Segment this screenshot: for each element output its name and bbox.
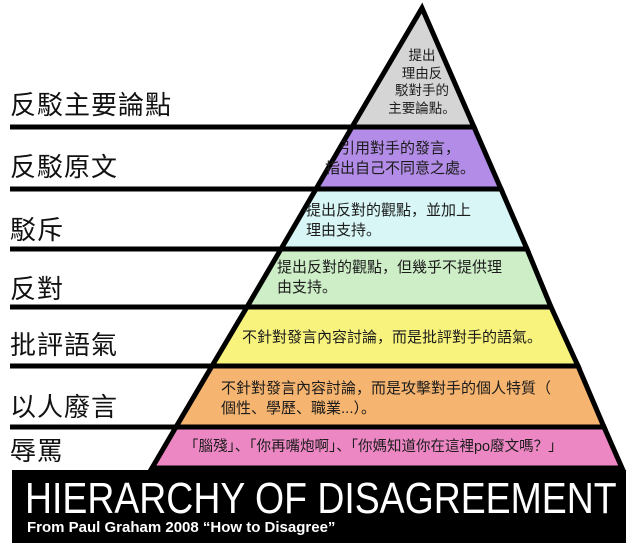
level-description-3: 提出反對的觀點，並加上 理由支持。 [306, 202, 472, 239]
footer-bar-background [12, 470, 626, 543]
level-label-responding-to-tone: 批評語氣 [10, 330, 119, 360]
level-description-5: 不針對發言內容討論，而是批評對手的語氣。 [242, 329, 543, 346]
footer-title: HIERARCHY OF DISAGREEMENT [25, 474, 617, 523]
level-label-rebut-central-point: 反駁主要論點 [10, 90, 173, 120]
level-label-counterargument: 駁斥 [10, 215, 65, 245]
level-description-2: 引用對手的發言， 指出自己不同意之處。 [324, 140, 476, 177]
level-description-1: 提出 理由反 駁對手的 主要論點。 [388, 48, 456, 116]
footer-subtitle: From Paul Graham 2008 “How to Disagree” [27, 519, 336, 536]
level-label-refutation: 反駁原文 [10, 152, 119, 182]
level-description-4: 提出反對的觀點，但幾乎不提供理 由支持。 [277, 259, 503, 296]
level-label-ad-hominem: 以人廢言 [10, 392, 119, 422]
level-label-contradiction: 反對 [10, 274, 65, 304]
level-description-6: 不針對發言內容討論，而是攻擊對手的個人特質（ 個性、學歷、職業...）。 [221, 380, 552, 417]
level-description-7: 「腦殘」、「你再嘴炮啊」、「你媽知道你在這裡po廢文嗎？」 [184, 439, 563, 455]
level-label-name-calling: 辱罵 [10, 436, 65, 466]
